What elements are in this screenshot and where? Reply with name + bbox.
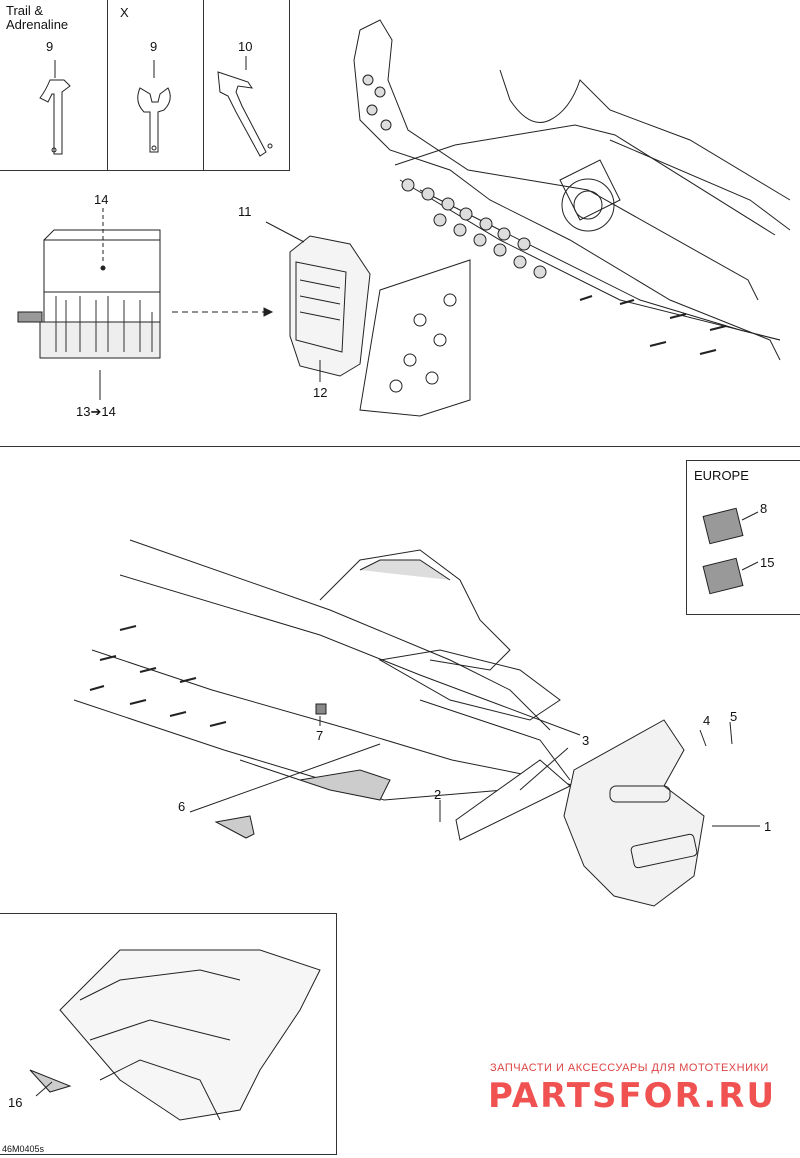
inset-frame-bottom: [0, 913, 337, 1155]
callout-5: 5: [730, 709, 738, 724]
tunnel-slots: [89, 625, 227, 727]
section-divider: [0, 446, 800, 447]
mud-flap-illustration: [563, 719, 705, 907]
arrow-head: [263, 307, 274, 317]
leader-5: [729, 721, 733, 745]
tool-kit-illustration: [17, 229, 161, 359]
inset-divider-2: [203, 0, 204, 170]
inset-frame-europe: [686, 460, 800, 615]
callout-16: 16: [8, 1095, 23, 1110]
reflector-plate-illustration: [455, 759, 571, 841]
leader-4: [699, 729, 707, 747]
leader-15: [741, 561, 759, 571]
callout-2: 2: [434, 787, 442, 802]
front-body-illustration: [29, 949, 321, 1121]
callout-14: 14: [94, 192, 109, 207]
reflector-6-illustration: [214, 815, 255, 839]
callout-10: 10: [238, 39, 253, 54]
chassis-slots: [579, 295, 727, 355]
chassis-frame-illustration: [353, 19, 791, 361]
watermark-tagline: ЗАПЧАСТИ И АКСЕССУАРЫ ДЛЯ МОТОТЕХНИКИ: [490, 1062, 769, 1074]
rear-body-illustration: [73, 539, 633, 801]
callout-9-x: 9: [150, 39, 158, 54]
leader-11: [265, 221, 305, 243]
leader-6: [189, 743, 381, 813]
label-x: X: [120, 5, 129, 20]
callout-15: 15: [760, 555, 775, 570]
callout-8: 8: [760, 501, 768, 516]
wrench-x-illustration: [137, 60, 171, 153]
chassis-holes: [362, 74, 547, 279]
callout-12: 12: [313, 385, 328, 400]
inset-divider-1: [107, 0, 108, 170]
callout-3: 3: [582, 733, 590, 748]
inset-frame-tools: [0, 0, 290, 171]
callout-13-14: 13➔14: [76, 404, 116, 419]
label-europe: EUROPE: [694, 468, 749, 483]
callout-11: 11: [238, 204, 252, 219]
callout-9-trail: 9: [46, 39, 54, 54]
leader-16: [35, 1081, 53, 1097]
wrench-10-illustration: [217, 56, 273, 157]
leader-3: [519, 747, 569, 791]
callout-6: 6: [178, 799, 186, 814]
tool-holder-illustration: [289, 235, 471, 417]
wrench-trail-illustration: [39, 60, 71, 155]
callout-4: 4: [703, 713, 711, 728]
watermark-logo: PARTSFOR.RU: [488, 1076, 777, 1116]
callout-1: 1: [764, 819, 772, 834]
label-trail-adrenaline: Trail & Adrenaline: [6, 3, 69, 32]
leader-8: [741, 511, 759, 521]
callout-7: 7: [316, 728, 324, 743]
europe-reflectors: [702, 507, 744, 595]
figure-code: 46M0405s: [2, 1144, 45, 1154]
